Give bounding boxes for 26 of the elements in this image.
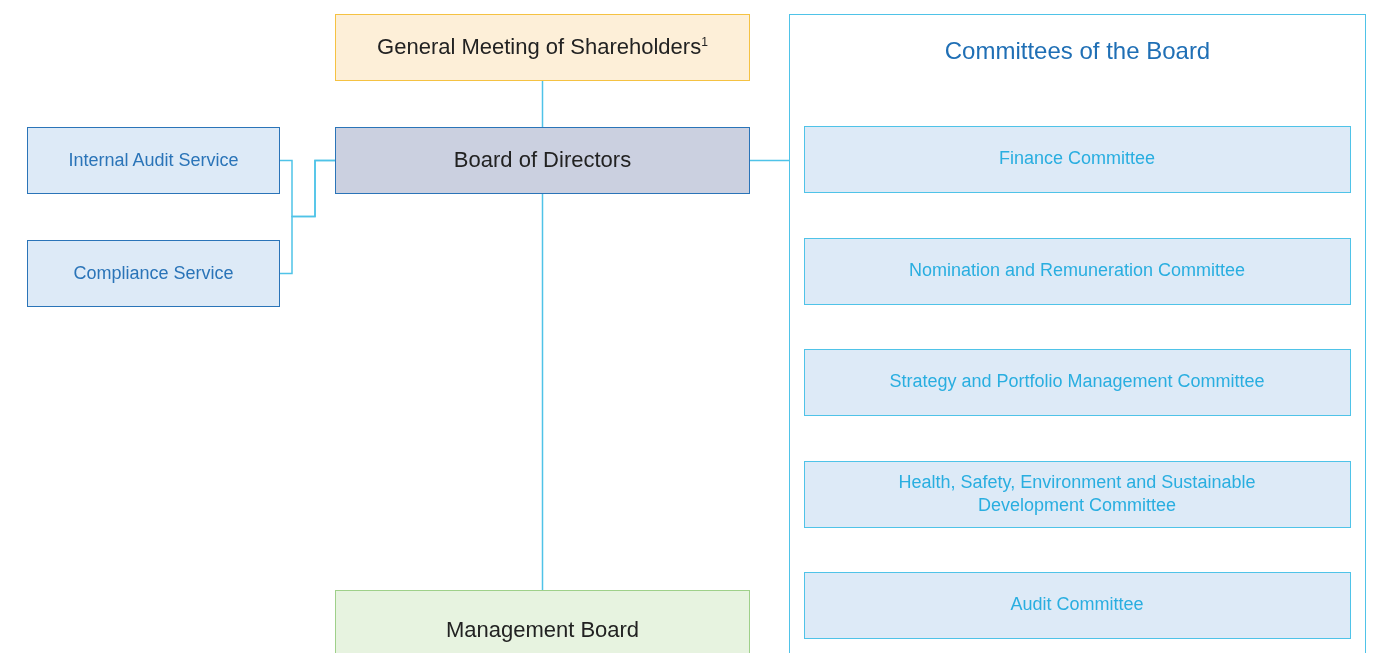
box-label: Health, Safety, Environment and Sustainable Development Committee [897,470,1257,517]
service-box [27,240,280,307]
management-box [335,590,750,653]
connector-line [541,80,544,128]
connector-line [279,159,336,275]
committee-box [803,348,1351,416]
box-label: Internal Audit Service [68,148,239,172]
committee-box [803,125,1351,193]
committee-box [803,237,1351,305]
box-label: Audit Committee [1010,593,1144,617]
box-label: Nomination and Remuneration Committee [908,259,1246,283]
panel-heading: Committees of the Board [944,36,1211,66]
box-label: Strategy and Portfolio Management Committee [889,370,1265,394]
box-label: Management Board [445,615,640,644]
box-label: General Meeting of Shareholders$^{1}$ [377,33,708,62]
meeting-box [335,14,750,81]
board-box [335,127,750,194]
box-label: Finance Committee [998,147,1156,171]
committee-box [803,571,1351,639]
connector-line [749,159,790,162]
box-label: Compliance Service [73,261,234,285]
box-label: Board of Directors [453,146,632,175]
service-box [27,127,280,194]
committee-box [803,460,1351,528]
committees-panel [789,14,1366,653]
connector-line [541,193,544,591]
